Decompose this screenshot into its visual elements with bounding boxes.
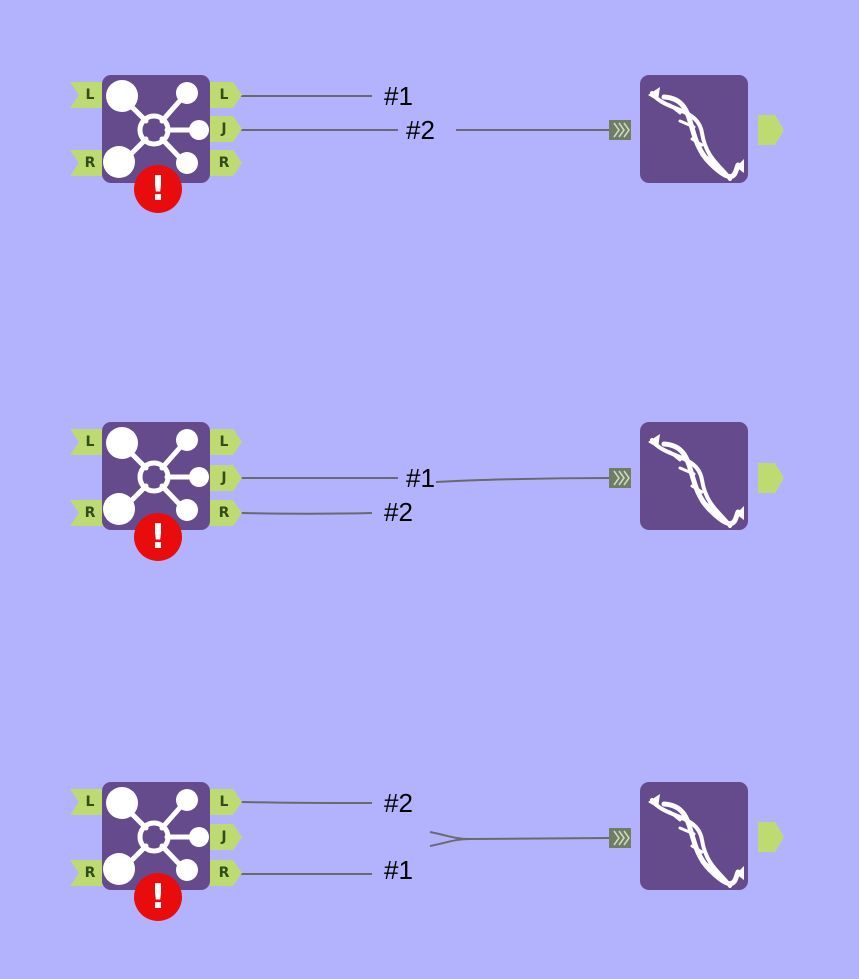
connection-2-right-to-label: [239, 512, 373, 515]
browse-output-anchor[interactable]: [758, 115, 784, 145]
join-output-letter: J: [221, 121, 227, 137]
join-1-left-input-anchor[interactable]: L: [70, 82, 104, 108]
dna-helix-icon: [640, 75, 748, 183]
join-3-right-input-anchor[interactable]: R: [70, 860, 104, 886]
join-2-left-input-anchor[interactable]: L: [70, 429, 104, 455]
connection-label[interactable]: #2: [384, 497, 413, 527]
join-1-left-output-anchor[interactable]: L: [210, 82, 242, 108]
error-warning-icon[interactable]: !: [134, 873, 182, 921]
browse-tool-1[interactable]: [640, 75, 748, 183]
join-2-right-input-anchor[interactable]: R: [70, 500, 104, 526]
browse-tool-3[interactable]: [640, 782, 748, 890]
dna-helix-icon: [640, 782, 748, 890]
right-output-letter: R: [218, 505, 230, 521]
right-input-letter: R: [84, 505, 96, 521]
join-2-right-output-anchor[interactable]: R: [210, 500, 242, 526]
join-tool-2[interactable]: [102, 422, 210, 530]
right-output-letter: R: [218, 155, 230, 171]
browse-input-anchor-icon[interactable]: [609, 828, 631, 848]
right-input-letter: R: [84, 155, 96, 171]
browse-output-anchor[interactable]: [758, 822, 784, 852]
join-2-left-output-anchor[interactable]: L: [210, 429, 242, 455]
error-warning-icon[interactable]: !: [134, 165, 182, 213]
dna-helix-icon: [640, 422, 748, 530]
right-input-letter: R: [84, 865, 96, 881]
connection-label[interactable]: #2: [406, 115, 435, 145]
browse-input-anchor-icon[interactable]: [609, 120, 631, 140]
connection-left-to-label: [239, 801, 373, 804]
browse-output-anchor[interactable]: [758, 463, 784, 493]
browse-tool-2[interactable]: [640, 422, 748, 530]
browse-input-anchor-icon[interactable]: [609, 468, 631, 488]
connection-label[interactable]: #1: [384, 81, 413, 111]
join-tool-3[interactable]: [102, 782, 210, 890]
connection-label[interactable]: #2: [384, 788, 413, 818]
join-1-right-input-anchor[interactable]: R: [70, 150, 104, 176]
join-1-join-output-anchor[interactable]: J: [210, 116, 242, 142]
join-3-left-output-anchor[interactable]: L: [210, 789, 242, 815]
left-input-letter: L: [85, 87, 95, 103]
join-1-right-output-anchor[interactable]: R: [210, 150, 242, 176]
join-output-letter: J: [221, 829, 227, 845]
right-output-letter: R: [218, 865, 230, 881]
join-output-letter: J: [221, 470, 227, 486]
error-warning-icon[interactable]: !: [134, 513, 182, 561]
join-3-right-output-anchor[interactable]: R: [210, 860, 242, 886]
left-input-letter: L: [85, 434, 95, 450]
left-output-letter: L: [219, 87, 229, 103]
connection-label[interactable]: #1: [406, 463, 435, 493]
left-output-letter: L: [219, 794, 229, 810]
left-output-letter: L: [219, 434, 229, 450]
connection-label[interactable]: #1: [384, 855, 413, 885]
left-input-letter: L: [85, 794, 95, 810]
connection-merge-to-browse: [429, 831, 611, 847]
join-3-join-output-anchor[interactable]: J: [210, 824, 242, 850]
join-3-left-input-anchor[interactable]: L: [70, 789, 104, 815]
join-2-join-output-anchor[interactable]: J: [210, 465, 242, 491]
